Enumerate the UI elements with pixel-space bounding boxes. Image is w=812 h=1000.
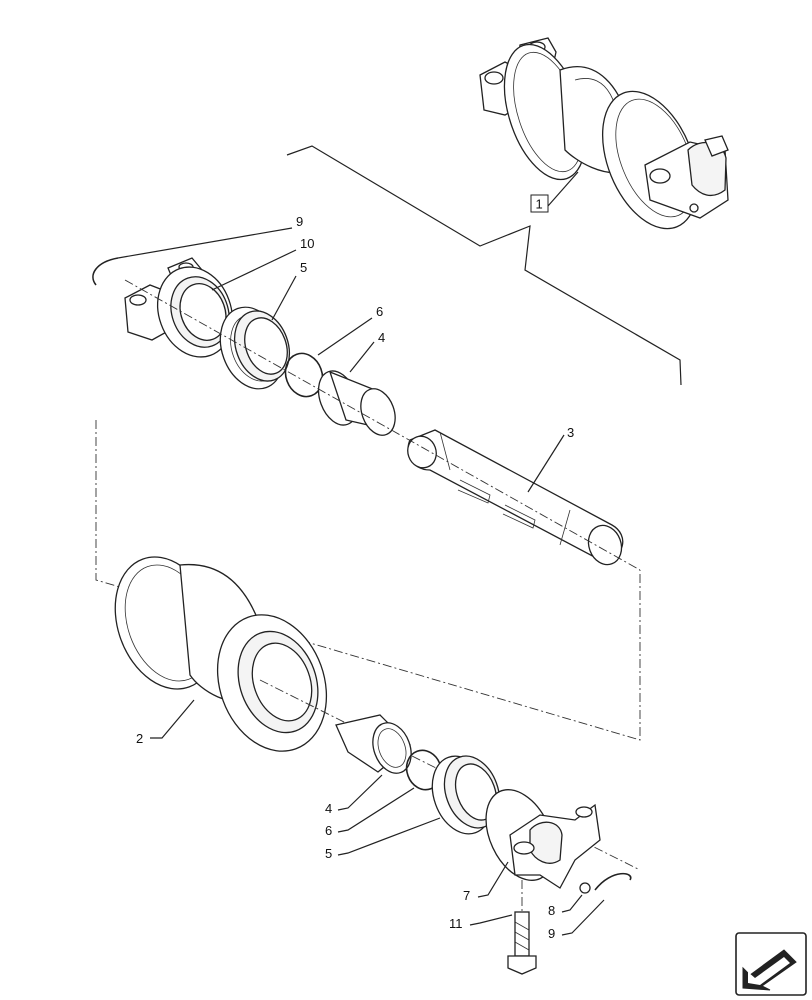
shaft <box>407 429 624 566</box>
callout-10: 10 <box>300 236 314 251</box>
roller <box>114 556 328 752</box>
bushing-bottom <box>335 714 412 774</box>
callout-box-1 <box>530 194 549 213</box>
callout-4-bottom: 4 <box>325 801 332 816</box>
callout-6-bottom: 6 <box>325 823 332 838</box>
callout-5-bottom: 5 <box>325 846 332 861</box>
bolt <box>507 880 537 975</box>
callout-11: 11 <box>449 916 463 931</box>
assembled-roller-drawing <box>479 37 729 230</box>
retaining-ring-top <box>92 257 119 286</box>
callout-5-top: 5 <box>300 260 307 275</box>
retaining-ring-bottom <box>594 872 632 891</box>
callout-1: 1 <box>536 197 543 212</box>
callout-9-top: 9 <box>296 214 303 229</box>
callout-6-top: 6 <box>376 304 383 319</box>
callout-9-bottom: 9 <box>548 926 555 941</box>
oring-top <box>284 352 324 398</box>
callout-8: 8 <box>548 903 555 918</box>
bracket <box>485 789 601 889</box>
arrow-icon[interactable] <box>735 932 807 996</box>
bushing-top <box>317 370 396 436</box>
callout-7: 7 <box>463 888 470 903</box>
seal-top <box>219 306 291 390</box>
plug <box>579 882 591 894</box>
callout-2: 2 <box>136 731 143 746</box>
callout-4-top: 4 <box>378 330 385 345</box>
callout-3: 3 <box>567 425 574 440</box>
